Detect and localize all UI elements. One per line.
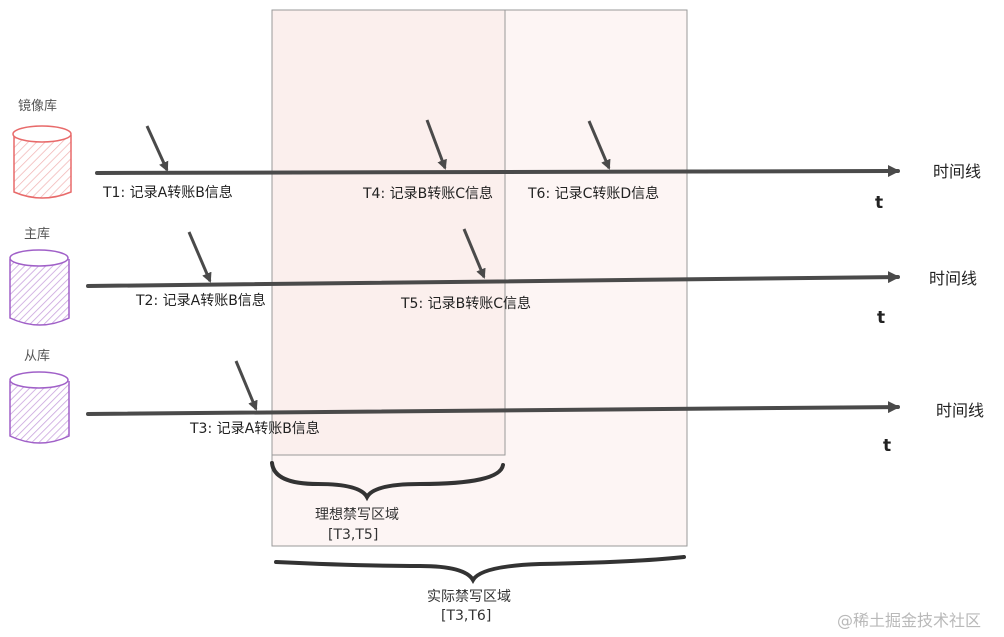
event-arrow-t6 [587, 120, 611, 170]
actual-zone-range: [T3,T6] [441, 608, 491, 624]
event-label-t2: T2: 记录A转账B信息 [135, 292, 266, 309]
event-label-t1: T1: 记录A转账B信息 [102, 184, 233, 201]
watermark: @稀土掘金技术社区 [837, 611, 981, 630]
event-arrow-t2 [187, 231, 212, 283]
event-arrow-t3 [234, 360, 258, 411]
mirror-timeline [95, 165, 900, 178]
axis-unit-1: t [875, 193, 883, 213]
event-arrow-t4 [425, 119, 447, 170]
ideal-zone-label: 理想禁写区域 [315, 507, 399, 523]
mirror-db-label: 镜像库 [18, 98, 57, 114]
event-label-t3: T3: 记录A转账B信息 [189, 420, 320, 437]
event-label-t4: T4: 记录B转账C信息 [362, 185, 493, 202]
ideal-zone-brace [270, 461, 505, 502]
slave-db-icon [9, 371, 70, 444]
axis-unit-3: t [883, 436, 891, 456]
event-label-t6: T6: 记录C转账D信息 [527, 185, 659, 202]
ideal-zone-range: [T3,T5] [328, 527, 378, 543]
event-label-t5: T5: 记录B转账C信息 [400, 295, 531, 312]
actual-zone-label: 实际禁写区域 [427, 589, 511, 605]
axis-label-3: 时间线 [936, 401, 984, 420]
axis-label-1: 时间线 [933, 162, 981, 181]
master-db-icon [9, 249, 70, 326]
master-db-label: 主库 [24, 226, 50, 242]
master-timeline [86, 271, 900, 288]
axis-label-2: 时间线 [929, 269, 977, 288]
mirror-db-icon [12, 125, 72, 199]
event-arrow-t5 [462, 228, 486, 279]
axis-unit-2: t [877, 308, 885, 328]
actual-zone-brace [274, 555, 686, 585]
slave-timeline [86, 401, 900, 416]
slave-db-label: 从库 [24, 348, 50, 364]
event-arrow-t1 [145, 125, 169, 172]
ideal-zone-rect [271, 9, 506, 456]
